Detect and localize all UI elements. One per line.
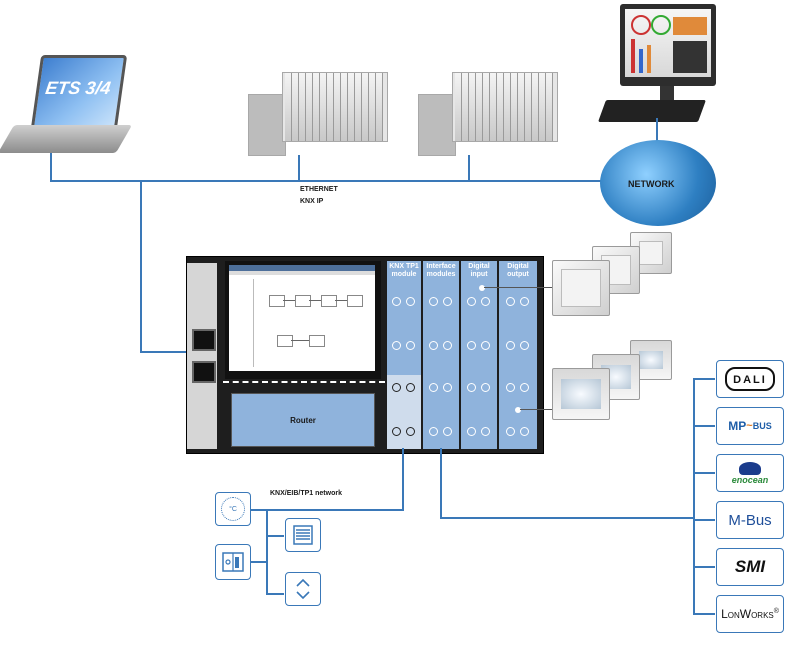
- network-label: NETWORK: [628, 179, 675, 189]
- mpbus-logo-text: MP: [728, 419, 747, 433]
- digital-output-column: Digital output: [499, 261, 537, 449]
- digital-input-link: [484, 287, 556, 288]
- digital-input-column-title: Digital input: [468, 263, 490, 278]
- digital-output-link: [520, 409, 556, 410]
- router-label: Router: [290, 415, 316, 425]
- blind-panel-device: [285, 518, 321, 552]
- laptop-screen: ETS 3/4: [30, 55, 128, 129]
- room-sensor-icon: [222, 552, 244, 572]
- network-globe: [600, 140, 716, 226]
- interface-modules-column-title: Interface modules: [426, 263, 456, 278]
- ets-label: ETS 3/4: [44, 78, 112, 98]
- knx-ip-label: KNX IP: [300, 198, 324, 205]
- laptop-keyboard: [0, 125, 133, 153]
- pc-keyboard: [597, 100, 707, 122]
- pc-monitor: [620, 4, 716, 86]
- lonworks-logo: LonWorks ®: [716, 595, 784, 633]
- wall-switch-3: [630, 232, 672, 274]
- router-link-line-h: [140, 351, 192, 353]
- controller-modules: [282, 72, 388, 142]
- ethernet-label: ETHERNET: [300, 186, 338, 193]
- device-display: [225, 261, 381, 379]
- lonworks-logo-text: LonWorks: [721, 607, 774, 621]
- ceiling-light-1: [552, 368, 610, 420]
- blind-panel-icon: [293, 525, 313, 545]
- interface-drop-line: [440, 448, 442, 518]
- enocean-logo-text: enocean: [731, 474, 769, 485]
- workstation-pc: [597, 4, 720, 134]
- laptop-drop-line: [50, 150, 52, 181]
- controller2-drop-line: [468, 155, 470, 181]
- thermostat-device: °C: [215, 492, 251, 526]
- interface-modules-column: Interface modules: [423, 261, 459, 449]
- pc-network-line: [656, 118, 658, 144]
- mbus-logo-text: M-Bus: [728, 511, 772, 529]
- room-sensor-device: [215, 544, 251, 580]
- up-down-button-icon: [296, 578, 310, 600]
- pc-stand: [660, 86, 674, 100]
- thermostat-icon: °C: [221, 497, 245, 521]
- ethernet-bus-line: [50, 180, 610, 182]
- knx-gateway-device: Router KNX TP1 module Interface modules …: [186, 256, 544, 454]
- dali-logo: DALI: [716, 360, 784, 398]
- enocean-logo: enocean: [716, 454, 784, 492]
- router-block: Router: [231, 393, 375, 447]
- up-down-button-device: [285, 572, 321, 606]
- smi-logo: SMI: [716, 548, 784, 586]
- knx-tp1-column: KNX TP1 module: [387, 261, 421, 449]
- knx-controller-1: [248, 72, 388, 158]
- mbus-logo: M-Bus: [716, 501, 784, 539]
- mpbus-logo: MP ~ BUS: [716, 407, 784, 445]
- digital-output-dot: [515, 407, 521, 413]
- knx-horizontal-line: [266, 509, 404, 511]
- display-divider: [223, 381, 385, 383]
- mpbus-logo-suffix: BUS: [752, 421, 772, 431]
- ethernet-port-2[interactable]: [192, 361, 216, 383]
- knx-trunk-line: [266, 509, 268, 595]
- controller-head: [418, 94, 456, 156]
- digital-input-column: Digital input: [461, 261, 497, 449]
- controller-modules: [452, 72, 558, 142]
- wall-switch-1: [552, 260, 610, 316]
- knx-controller-2: [418, 72, 558, 158]
- digital-input-dot: [479, 285, 485, 291]
- ceiling-light-3: [630, 340, 672, 380]
- interface-horizontal-line: [440, 517, 694, 519]
- ethernet-port-1[interactable]: [192, 329, 216, 351]
- ethernet-port-strip: [187, 263, 217, 449]
- knx-tp1-column-title: KNX TP1 module: [389, 263, 419, 278]
- controller1-drop-line: [298, 155, 300, 181]
- interface-trunk-line: [693, 378, 695, 614]
- digital-output-column-title: Digital output: [507, 263, 529, 278]
- smi-logo-text: SMI: [734, 557, 766, 576]
- controller-head: [248, 94, 286, 156]
- knx-drop-line: [402, 448, 404, 510]
- ets-laptop: ETS 3/4: [0, 55, 133, 155]
- display-software-window: [229, 265, 375, 371]
- dali-logo-text: DALI: [733, 374, 767, 386]
- router-link-line-v: [140, 180, 142, 352]
- knx-network-label: KNX/EIB/TP1 network: [270, 490, 342, 497]
